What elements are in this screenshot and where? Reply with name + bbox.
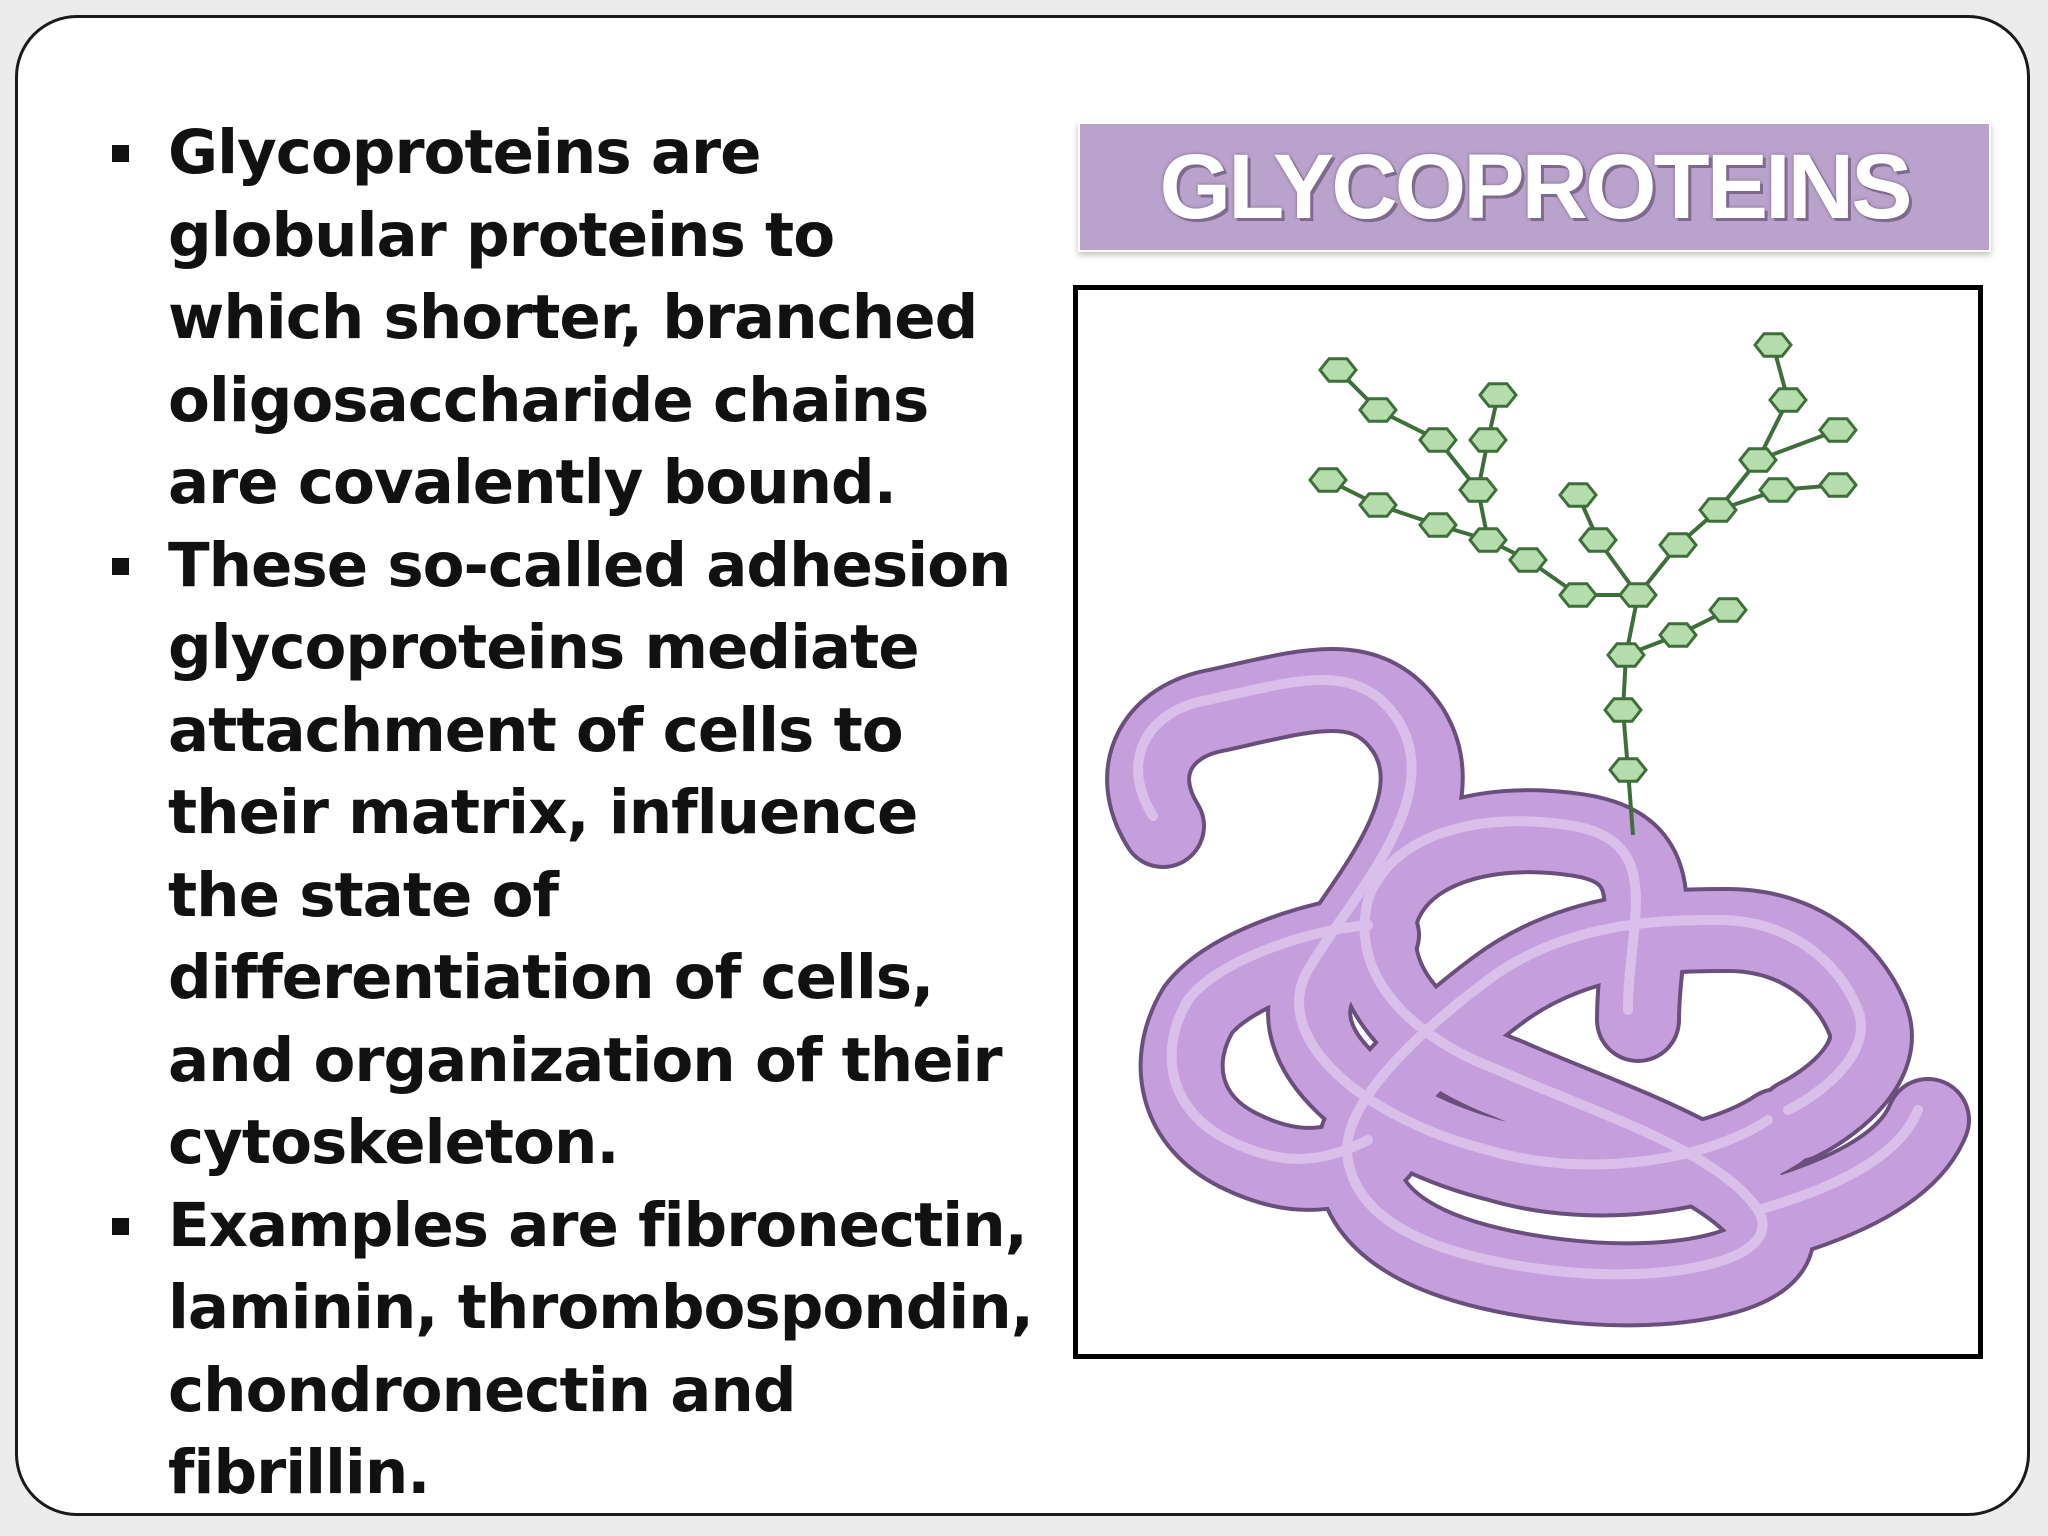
sugar-unit-icon xyxy=(1753,332,1793,358)
glycoprotein-illustration-icon xyxy=(1105,332,1971,1328)
sugar-unit-icon xyxy=(1358,492,1398,518)
bullet-item: These so-called adhesion glycoproteins m… xyxy=(110,525,1040,1185)
sugar-unit-icon xyxy=(1508,547,1548,573)
bullet-item: Glycoproteins are globular proteins to w… xyxy=(110,112,1040,525)
sugar-unit-icon xyxy=(1558,482,1598,508)
sugar-unit-icon xyxy=(1618,582,1658,608)
oligosaccharide-chain xyxy=(1308,332,1858,836)
sugar-unit-icon xyxy=(1458,477,1498,503)
sugar-unit-icon xyxy=(1606,642,1646,668)
sugar-unit-icon xyxy=(1418,512,1458,538)
bullet-list: Glycoproteins are globular proteins to w… xyxy=(110,112,1040,1515)
sugar-unit-icon xyxy=(1468,427,1508,453)
bullet-text: Glycoproteins are globular proteins to w… xyxy=(168,117,978,518)
sugar-unit-icon xyxy=(1468,527,1508,553)
square-bullet-icon xyxy=(112,557,129,575)
sugar-unit-icon xyxy=(1358,397,1398,423)
sugar-unit-icon xyxy=(1758,477,1798,503)
sugar-unit-icon xyxy=(1308,467,1348,493)
sugar-unit-icon xyxy=(1768,387,1808,413)
square-bullet-icon xyxy=(112,145,129,162)
slide-title: GLYCOPROTEINS xyxy=(1159,135,1913,238)
sugar-unit-icon xyxy=(1818,417,1858,443)
sugar-unit-icon xyxy=(1708,597,1748,623)
bullet-item: Examples are fibronectin, laminin, throm… xyxy=(110,1185,1040,1515)
sugar-unit-icon xyxy=(1658,622,1698,648)
sugar-unit-icon xyxy=(1818,472,1858,498)
sugar-unit-icon xyxy=(1578,527,1618,553)
protein-chain xyxy=(1105,647,1971,1328)
slide-title-box: GLYCOPROTEINS xyxy=(1078,122,1991,252)
sugar-unit-icon xyxy=(1698,497,1738,523)
sugar-unit-icon xyxy=(1738,447,1778,473)
bullet-text: Examples are fibronectin, laminin, throm… xyxy=(168,1189,1034,1509)
sugar-unit-icon xyxy=(1558,582,1598,608)
sugar-unit-icon xyxy=(1658,532,1698,558)
bullet-text: These so-called adhesion glycoproteins m… xyxy=(168,529,1011,1179)
square-bullet-icon xyxy=(112,1217,129,1235)
sugar-unit-icon xyxy=(1418,427,1458,453)
sugar-unit-icon xyxy=(1608,757,1648,783)
glycoprotein-figure xyxy=(1073,285,1983,1359)
sugar-unit-icon xyxy=(1318,357,1358,383)
sugar-unit-icon xyxy=(1603,697,1643,723)
sugar-unit-icon xyxy=(1478,382,1518,408)
